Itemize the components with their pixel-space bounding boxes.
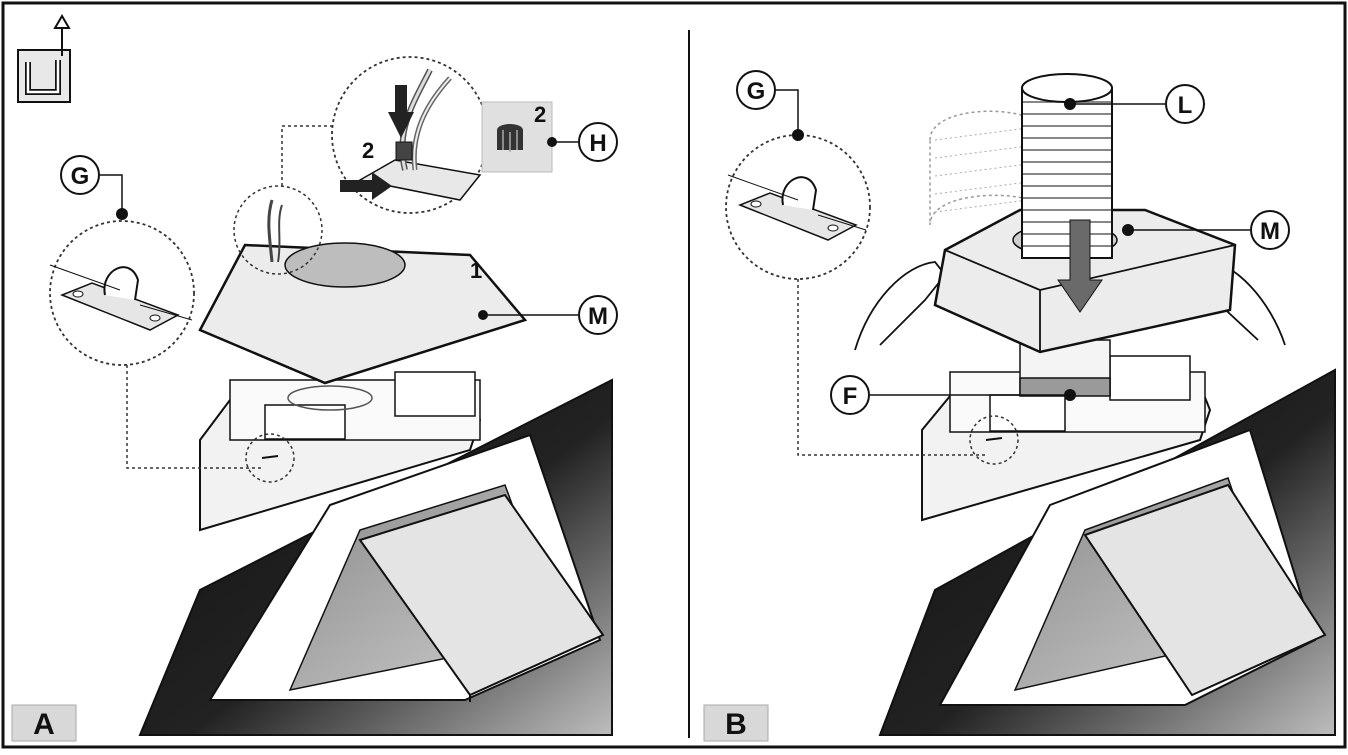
panel-b: G L M F B [703, 70, 1336, 742]
panel-label-b: B [725, 708, 747, 741]
duct-hole [284, 242, 406, 288]
callout-m-a [578, 295, 618, 335]
grommet-part-box [481, 101, 553, 173]
callout-g-b [736, 70, 776, 110]
callout-m-a-text: M [588, 303, 608, 330]
cable-clamp-icon [737, 176, 858, 241]
callout-l-text: L [1178, 92, 1193, 119]
callout-h [578, 122, 618, 162]
callout-g-a-text: G [71, 163, 90, 190]
clamp-detail-circle [49, 220, 195, 366]
panel-label-b-box [703, 704, 769, 742]
callout-f [830, 375, 870, 415]
callout-g-a [60, 155, 100, 195]
clamp-detail-circle-b [725, 134, 871, 280]
callout-m-b-text: M [1260, 218, 1280, 245]
step-label-2: 2 [362, 138, 374, 163]
callout-m-b [1250, 210, 1290, 250]
callout-h-text: H [589, 130, 606, 157]
panel-a: 2 2 1 [11, 14, 618, 742]
callout-l [1165, 84, 1205, 124]
left-hand [854, 261, 947, 351]
wire-detail-circle [233, 185, 323, 275]
duct-pipe [1021, 73, 1113, 259]
cable-clamp-icon [59, 266, 180, 331]
transformer-box-b [989, 394, 1066, 432]
step-label-1: 1 [470, 258, 482, 283]
filter-panel-b [1083, 483, 1327, 697]
panel-label-a-box [11, 704, 77, 742]
control-box-b [1109, 355, 1191, 401]
ducting-symbol-icon [17, 14, 71, 103]
grommet-icon [497, 124, 523, 152]
filter-panel [358, 493, 605, 697]
grommet-detail-circle [331, 56, 489, 214]
control-box [394, 371, 476, 417]
panel-label-a: A [33, 708, 55, 741]
callout-f-text: F [843, 383, 858, 410]
callout-g-b-text: G [747, 78, 766, 105]
h-quantity: 2 [534, 102, 546, 127]
